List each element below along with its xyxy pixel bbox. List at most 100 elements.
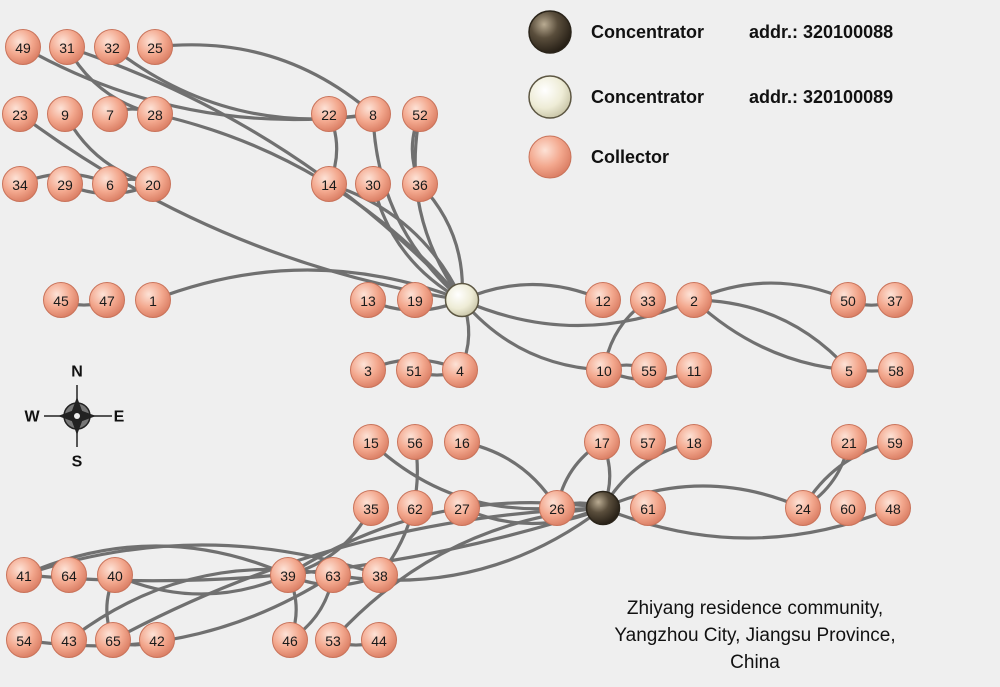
collector-circle	[831, 352, 867, 388]
compass-west-label: W	[24, 409, 40, 426]
collector-circle	[396, 352, 432, 388]
node-label: 55	[641, 363, 657, 379]
collector-node-23: 23	[2, 96, 38, 132]
collector-node-60: 60	[830, 490, 866, 526]
node-label: 16	[454, 435, 470, 451]
collector-circle	[402, 166, 438, 202]
collector-node-7: 7	[92, 96, 128, 132]
node-label: 60	[840, 501, 856, 517]
node-label: 30	[365, 177, 381, 193]
collector-node-44: 44	[361, 622, 397, 658]
edge-2-50	[692, 281, 850, 302]
collector-circle	[350, 282, 386, 318]
collector-circle	[830, 282, 866, 318]
collector-node-9: 9	[47, 96, 83, 132]
collector-circle	[630, 490, 666, 526]
collector-circle	[137, 29, 173, 65]
node-label: 23	[12, 107, 28, 123]
collector-circle	[676, 282, 712, 318]
collector-node-37: 37	[877, 282, 913, 318]
legend-address-1: addr.: 320100088	[749, 22, 893, 42]
collector-node-26: 26	[539, 490, 575, 526]
collector-node-35: 35	[353, 490, 389, 526]
collector-circle	[785, 490, 821, 526]
node-label: 32	[104, 40, 120, 56]
collector-swatch	[528, 135, 572, 179]
collector-circle	[875, 490, 911, 526]
legend-label-1: Concentrator	[591, 22, 704, 42]
collector-node-27: 27	[444, 490, 480, 526]
edge-2-58	[692, 298, 898, 373]
collector-node-59: 59	[877, 424, 913, 460]
node-label: 54	[16, 633, 32, 649]
collector-circle	[315, 557, 351, 593]
node-label: 22	[321, 107, 337, 123]
collector-node-50: 50	[830, 282, 866, 318]
node-label: 5	[845, 363, 853, 379]
collector-circle	[831, 424, 867, 460]
collector-circle	[444, 490, 480, 526]
collector-circle	[135, 166, 171, 202]
collector-circle	[89, 282, 125, 318]
node-label: 14	[321, 177, 337, 193]
collector-circle	[2, 96, 38, 132]
collector-node-28: 28	[137, 96, 173, 132]
node-label: 20	[145, 177, 161, 193]
collector-circle	[830, 490, 866, 526]
collector-circle	[6, 622, 42, 658]
collector-circle	[137, 96, 173, 132]
node-label: 48	[885, 501, 901, 517]
compass-south-label: S	[72, 454, 83, 471]
collector-node-39: 39	[270, 557, 306, 593]
collector-circle	[355, 96, 391, 132]
node-label: 10	[596, 363, 612, 379]
node-label: 40	[107, 568, 123, 584]
node-label: 12	[595, 293, 611, 309]
collector-circle	[51, 557, 87, 593]
collector-circle	[49, 29, 85, 65]
node-label: 29	[57, 177, 73, 193]
collector-node-19: 19	[397, 282, 433, 318]
collector-node-54: 54	[6, 622, 42, 658]
legend-item-concentrator-088: Concentrator addr.: 320100088	[528, 10, 893, 54]
node-label: 47	[99, 293, 115, 309]
collector-node-20: 20	[135, 166, 171, 202]
node-label: 1	[149, 293, 157, 309]
node-label: 11	[687, 363, 702, 379]
collector-circle	[6, 557, 42, 593]
collector-node-38: 38	[362, 557, 398, 593]
collector-circle	[43, 282, 79, 318]
collector-node-47: 47	[89, 282, 125, 318]
edge-C88-65	[111, 506, 605, 642]
node-label: 24	[795, 501, 811, 517]
collector-circle	[584, 424, 620, 460]
collector-circle	[539, 490, 575, 526]
node-label: 28	[147, 107, 163, 123]
collector-node-13: 13	[350, 282, 386, 318]
collector-node-61: 61	[630, 490, 666, 526]
collector-node-33: 33	[630, 282, 666, 318]
collector-circle	[676, 424, 712, 460]
collector-circle	[95, 622, 131, 658]
collector-circle	[47, 96, 83, 132]
legend-item-concentrator-089: Concentrator addr.: 320100089	[528, 75, 893, 119]
node-label: 4	[456, 363, 464, 379]
collector-node-24: 24	[785, 490, 821, 526]
collector-circle	[676, 352, 712, 388]
collector-node-8: 8	[355, 96, 391, 132]
collector-node-34: 34	[2, 166, 38, 202]
node-label: 62	[407, 501, 423, 517]
collector-circle	[586, 352, 622, 388]
node-label: 63	[325, 568, 341, 584]
node-label: 46	[282, 633, 298, 649]
compass-east-label: E	[114, 409, 125, 426]
collector-node-48: 48	[875, 490, 911, 526]
edge-39-40	[113, 573, 290, 596]
collector-node-31: 31	[49, 29, 85, 65]
node-label: 56	[407, 435, 423, 451]
legend-item-collector: Collector	[528, 135, 669, 179]
collector-circle	[5, 29, 41, 65]
node-label: 58	[888, 363, 904, 379]
